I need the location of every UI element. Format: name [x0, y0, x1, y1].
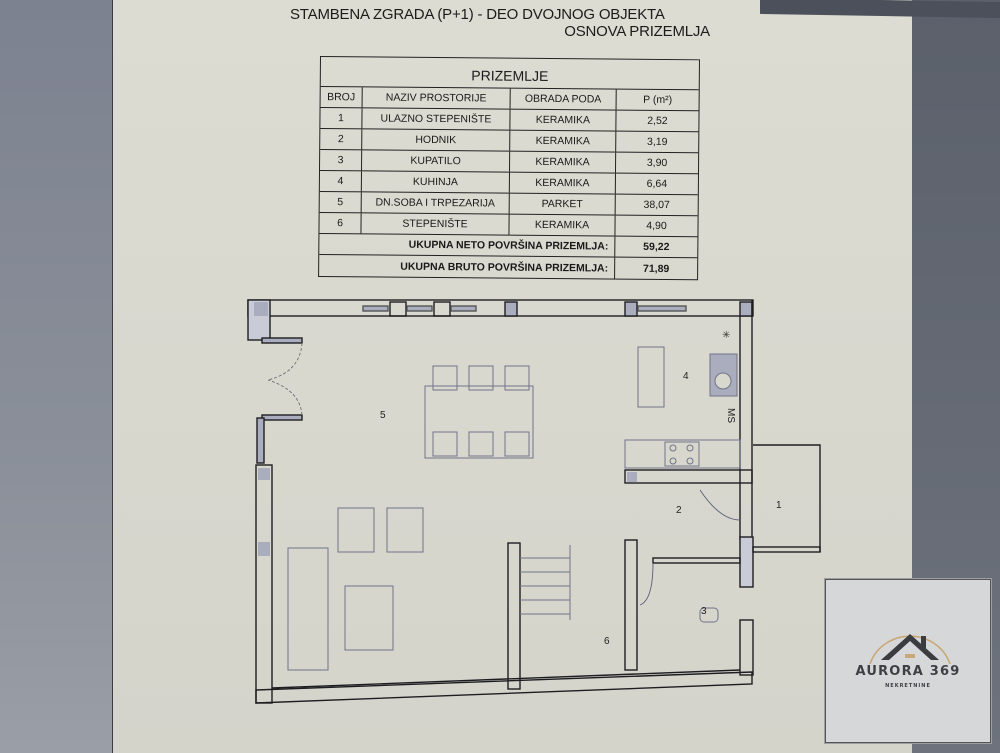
row-floor-finish: KERAMIKA	[509, 151, 617, 173]
total-net-label: UKUPNA NETO POVRŠINA PRIZEMLJA:	[319, 234, 616, 257]
document-title: STAMBENA ZGRADA (P+1) - DEO DVOJNOG OBJE…	[290, 6, 710, 40]
row-room-name: HODNIK	[362, 129, 511, 151]
header-number: BROJ	[320, 87, 363, 108]
row-room-name: KUPATILO	[362, 150, 511, 172]
row-room-name: KUHINJA	[361, 171, 510, 193]
row-number: 6	[319, 213, 362, 234]
row-number: 5	[319, 192, 362, 213]
watermark-name: AURORA 369	[855, 664, 961, 679]
header-room-name: NAZIV PROSTORIJE	[362, 87, 511, 109]
row-number: 2	[320, 129, 363, 150]
total-gross-value: 71,89	[642, 262, 670, 275]
table-title: PRIZEMLJE	[320, 57, 699, 91]
title-line-1: STAMBENA ZGRADA (P+1) - DEO DVOJNOG OBJE…	[290, 6, 665, 23]
header-floor-finish: OBRADA PODA	[510, 88, 617, 110]
row-area: 38,07	[643, 198, 670, 212]
row-area: 6,64	[646, 177, 668, 191]
row-number: 1	[320, 108, 363, 129]
aurora-369-watermark: AURORA 369 NEKRETNINE	[824, 578, 992, 744]
title-line-2: OSNOVA PRIZEMLJA	[564, 23, 710, 40]
row-floor-finish: KERAMIKA	[509, 172, 616, 194]
row-floor-finish: PARKET	[509, 193, 616, 215]
row-number: 3	[320, 150, 363, 171]
house-roof-icon	[869, 634, 951, 664]
row-area: 3,19	[646, 135, 668, 149]
background-left	[0, 0, 112, 753]
header-area: P (m²)	[643, 93, 673, 107]
total-net-value: 59,22	[643, 240, 670, 254]
row-room-name: ULAZNO STEPENIŠTE	[362, 108, 511, 130]
row-area: 2,52	[647, 114, 668, 128]
room-area-table: PRIZEMLJE BROJ NAZIV PROSTORIJE OBRADA P…	[318, 56, 700, 281]
row-room-name: DN.SOBA I TRPEZARIJA	[361, 192, 510, 214]
row-floor-finish: KERAMIKA	[510, 130, 617, 152]
total-gross-row: UKUPNA BRUTO POVRŠINA PRIZEMLJA: 71,89	[319, 255, 697, 279]
row-room-name: STEPENIŠTE	[361, 213, 510, 235]
row-area: 4,90	[646, 219, 667, 233]
total-gross-label: UKUPNA BRUTO POVRŠINA PRIZEMLJA:	[319, 255, 616, 279]
watermark-subtitle: NEKRETNINE	[885, 683, 931, 689]
row-number: 4	[319, 171, 362, 192]
row-floor-finish: KERAMIKA	[510, 109, 617, 131]
row-area: 3,90	[646, 156, 668, 170]
row-floor-finish: KERAMIKA	[509, 214, 616, 236]
